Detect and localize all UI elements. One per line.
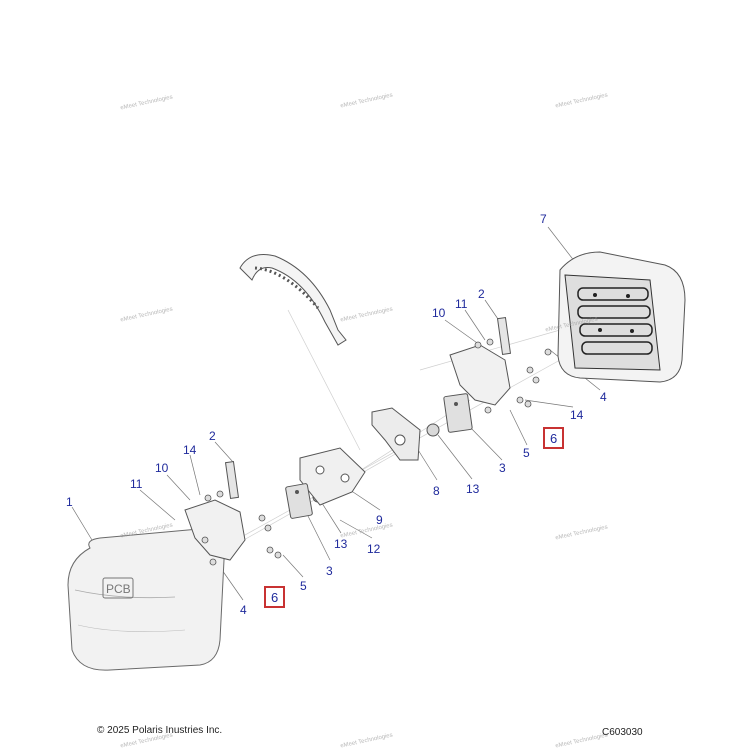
callout-4-right: 4	[600, 390, 607, 404]
callout-14-right: 14	[570, 408, 584, 422]
mount-bracket-left	[184, 461, 282, 566]
callout-12: 12	[367, 542, 381, 556]
svg-text:PCB: PCB	[106, 582, 131, 596]
callout-14-left: 14	[183, 443, 197, 457]
callout-13-right: 13	[466, 482, 480, 496]
callout-10-left: 10	[155, 461, 169, 475]
latch-3-right	[443, 393, 473, 433]
latch-3-left	[285, 483, 313, 519]
callout-5-right: 5	[523, 446, 530, 460]
mount-plate-9	[299, 447, 366, 506]
mounting-rail	[239, 254, 347, 346]
callout-10-right: 10	[432, 306, 446, 320]
callout-8: 8	[433, 484, 440, 498]
copyright-notice: © 2025 Polaris Inustries Inc.	[97, 725, 223, 736]
callout-6-right: 6	[543, 427, 565, 449]
callout-2-left: 2	[209, 429, 216, 443]
drawing-code: C603030	[602, 727, 643, 738]
bracket-8	[371, 407, 421, 461]
callout-2-right: 2	[478, 287, 485, 301]
mount-bracket-right	[449, 317, 552, 414]
side-box-left: PCB	[67, 527, 226, 671]
callout-6-left: 6	[264, 586, 286, 608]
callout-11-left: 11	[130, 477, 143, 491]
callout-3-right: 3	[499, 461, 506, 475]
knob-13-right	[426, 423, 440, 437]
callout-4-left: 4	[240, 603, 247, 617]
callout-11-right: 11	[455, 297, 468, 311]
callout-7: 7	[540, 212, 547, 226]
callout-3-left: 3	[326, 564, 333, 578]
callout-1: 1	[66, 495, 73, 509]
callout-13-left: 13	[334, 537, 348, 551]
callout-5-left: 5	[300, 579, 307, 593]
side-box-right	[557, 251, 686, 383]
callout-9: 9	[376, 513, 383, 527]
